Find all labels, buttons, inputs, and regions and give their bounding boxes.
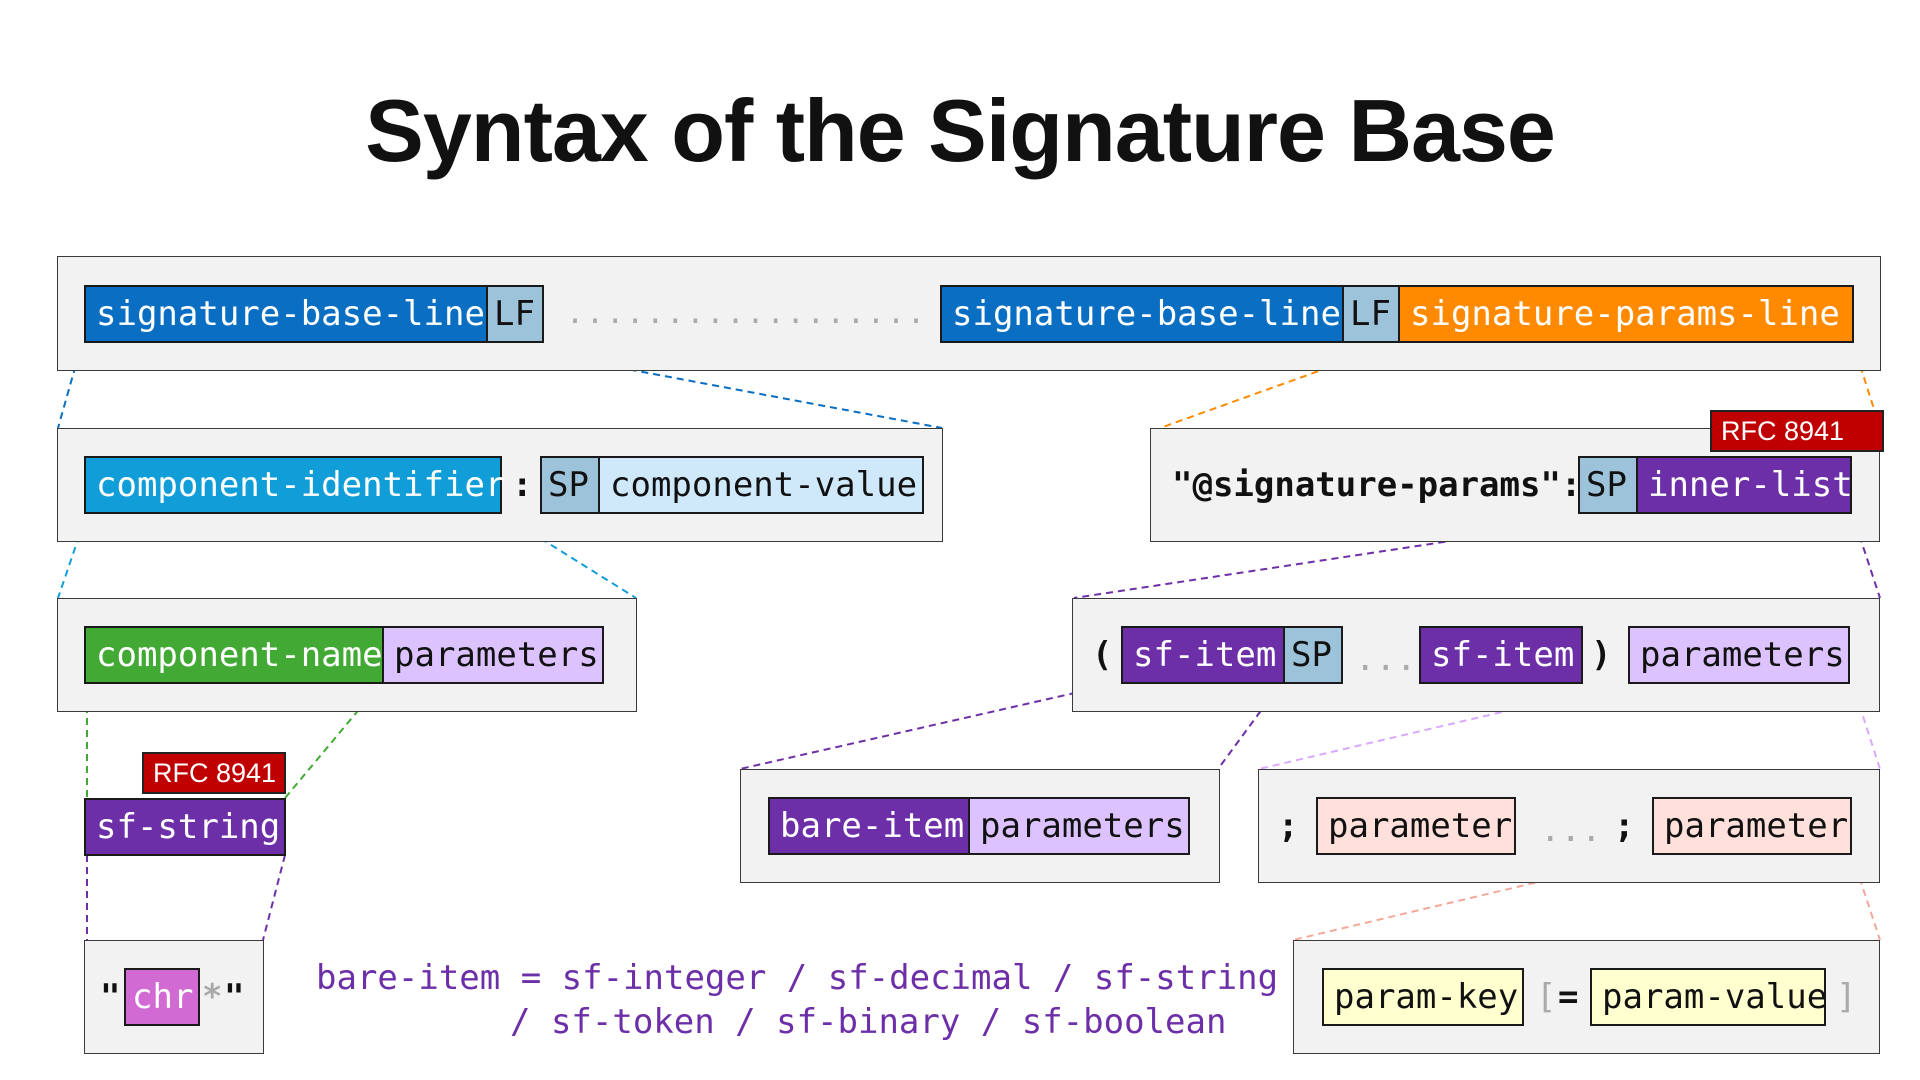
signature-base-line-token: signature-base-line — [84, 285, 488, 343]
param-key-token: param-key — [1322, 968, 1524, 1026]
sp-token: SP — [1578, 456, 1638, 514]
row-ellipsis: .................. — [566, 296, 928, 331]
lf-token: LF — [486, 285, 544, 343]
rfc-8941-badge: RFC 8941 — [1710, 410, 1884, 452]
chr-token: chr — [124, 968, 200, 1026]
inner-list-ellipsis: ... — [1355, 639, 1417, 679]
parameters-token: parameters — [968, 797, 1190, 855]
lf-token-last: LF — [1342, 285, 1400, 343]
semicolon: ; — [1278, 806, 1299, 846]
component-value-token: component-value — [598, 456, 924, 514]
sf-string-token: sf-string — [84, 798, 286, 856]
rfc-8941-badge: RFC 8941 — [142, 752, 286, 794]
parameter-token: parameter — [1316, 797, 1516, 855]
parameters-token: parameters — [382, 626, 604, 684]
parameters-ellipsis: ... — [1540, 810, 1602, 850]
open-quote: " — [100, 977, 121, 1017]
open-paren: ( — [1092, 635, 1113, 675]
sf-item-token: sf-item — [1121, 626, 1285, 684]
signature-base-line-token-last: signature-base-line — [940, 285, 1344, 343]
colon-separator: : — [512, 465, 533, 505]
bare-item-grammar-line-1: bare-item = sf-integer / sf-decimal / sf… — [316, 958, 1279, 998]
open-bracket: [ — [1536, 977, 1557, 1017]
close-bracket: ] — [1836, 977, 1857, 1017]
bare-item-grammar-line-2: / sf-token / sf-binary / sf-boolean — [510, 1002, 1227, 1042]
sp-token: SP — [1283, 626, 1343, 684]
parameter-token-last: parameter — [1652, 797, 1852, 855]
param-value-token: param-value — [1590, 968, 1827, 1026]
signature-params-line-token: signature-params-line — [1398, 285, 1854, 343]
sf-item-token-last: sf-item — [1419, 626, 1583, 684]
signature-params-label: "@signature-params": — [1172, 465, 1582, 505]
equals-sign: = — [1558, 977, 1579, 1017]
close-quote: " — [224, 977, 245, 1017]
semicolon: ; — [1614, 806, 1635, 846]
page-title: Syntax of the Signature Base — [365, 81, 1556, 180]
inner-list-token: inner-list — [1636, 456, 1853, 514]
repeat-star: * — [202, 977, 223, 1017]
component-name-token: component-name — [84, 626, 384, 684]
sp-token: SP — [540, 456, 600, 514]
parameters-token: parameters — [1628, 626, 1850, 684]
component-identifier-token: component-identifier — [84, 456, 505, 514]
close-paren: ) — [1591, 635, 1612, 675]
bare-item-token: bare-item — [768, 797, 970, 855]
